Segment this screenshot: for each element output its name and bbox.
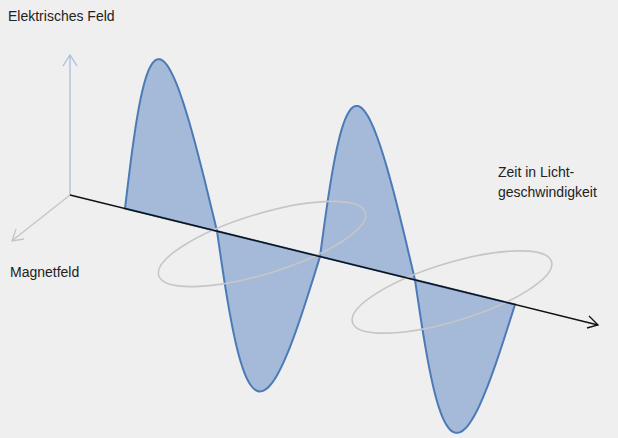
electric-wave (125, 59, 515, 433)
wave-lobe (415, 280, 515, 433)
axes (12, 55, 77, 241)
time-axis (70, 195, 598, 328)
axis-arrowhead (12, 229, 24, 241)
wave-lobe (217, 231, 320, 391)
magnetic-loop (150, 184, 374, 305)
axis-arrowhead (63, 55, 77, 66)
magnetic-axis (13, 195, 70, 240)
time-axis-line (70, 195, 598, 325)
wave-lobe (125, 59, 217, 231)
axis-label: Elektrisches Feld (8, 6, 168, 26)
axis-label: Magnetfeld (10, 262, 130, 282)
axis-arrowhead (587, 316, 598, 328)
magnetic-loops (150, 184, 560, 350)
magnetic-loop (344, 234, 560, 350)
axis-label: Zeit in Licht- geschwindigkeit (498, 162, 612, 202)
wave-lobe (320, 106, 415, 280)
electric-axis (69, 56, 70, 195)
